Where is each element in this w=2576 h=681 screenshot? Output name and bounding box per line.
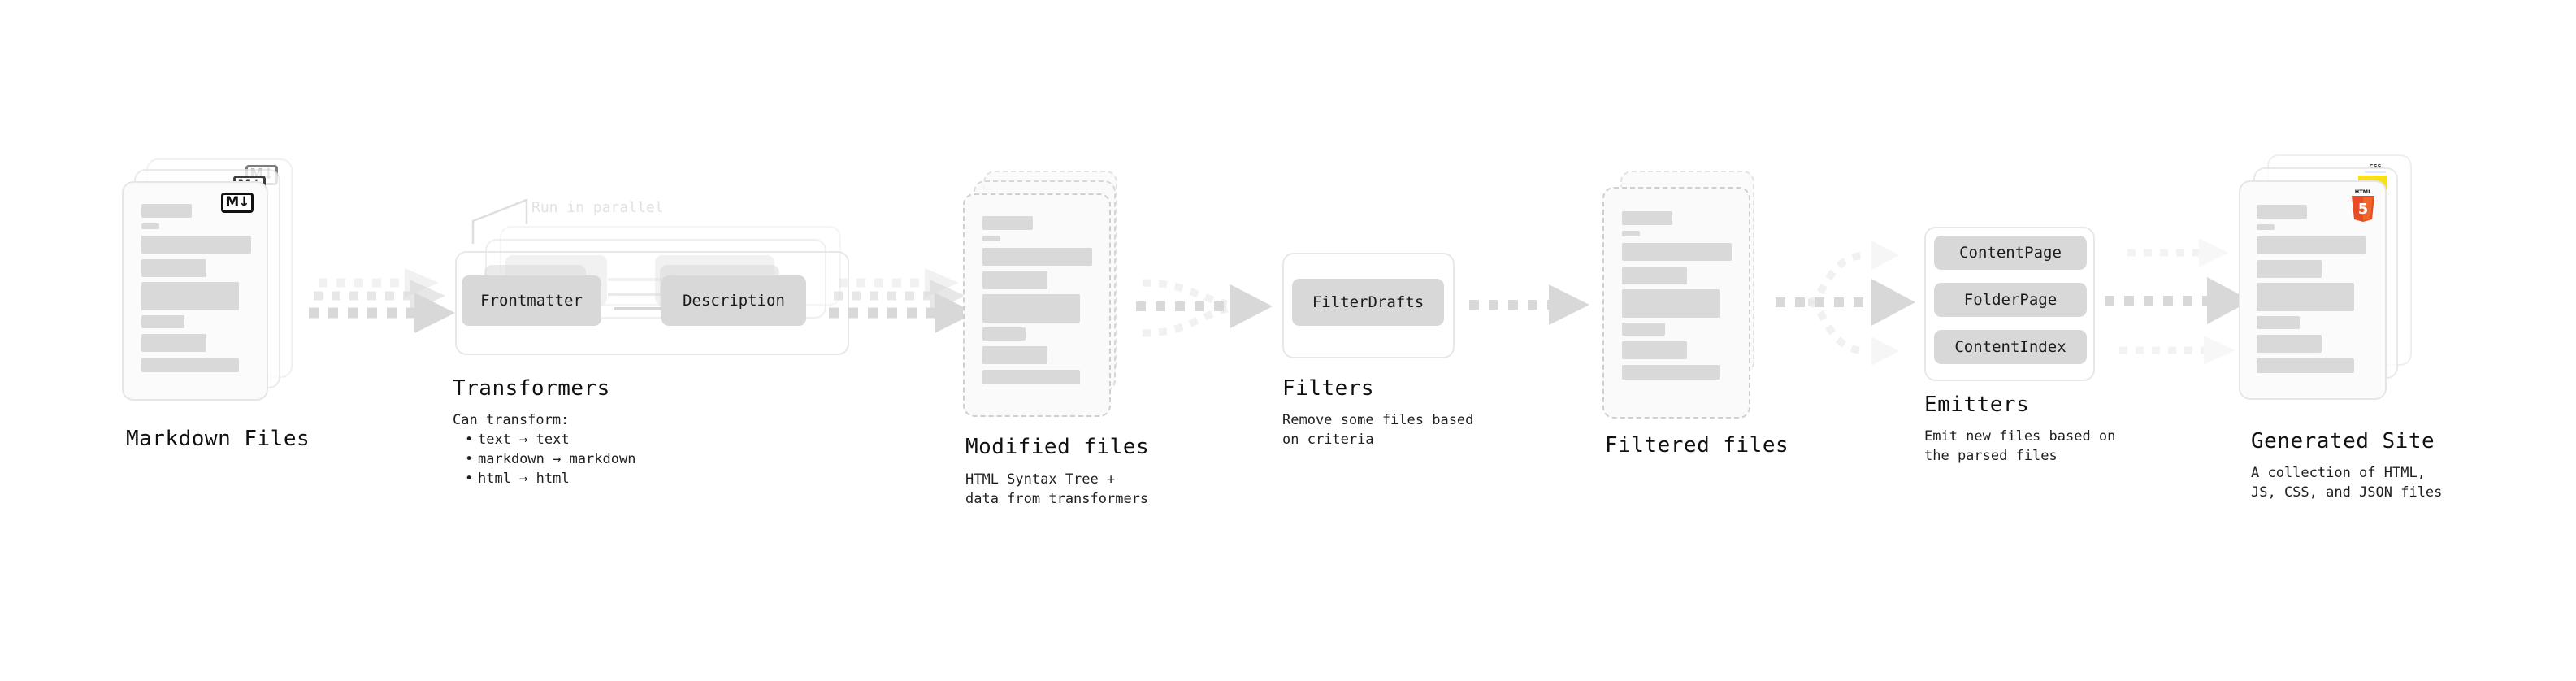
skeleton-bar: [1622, 341, 1687, 359]
skeleton-bar: [1622, 211, 1672, 225]
emitters-title: Emitters: [1924, 393, 2030, 417]
skeleton-bar: [982, 216, 1033, 230]
transformers-bullet-item: text → text: [465, 430, 635, 449]
skeleton-bar: [2257, 205, 2307, 219]
transformer-group-front: [455, 251, 849, 355]
svg-text:CSS: CSS: [2369, 163, 2381, 170]
emitter-chip-folderpage[interactable]: FolderPage: [1934, 283, 2087, 317]
svg-text:HTML: HTML: [2355, 189, 2371, 195]
skeleton-bar: [1622, 267, 1687, 284]
markdown-icon: M↓: [221, 193, 254, 213]
skeleton-bar: [1622, 231, 1640, 236]
run-in-parallel-label: Run in parallel: [531, 199, 664, 216]
generated-site-card-stack: CSS HTML 5: [2239, 154, 2426, 423]
modified-files-title: Modified files: [965, 435, 1150, 459]
skeleton-bar: [982, 294, 1080, 323]
skeleton-bar: [2257, 358, 2354, 373]
modified-files-subtitle: HTML Syntax Tree + data from transformer…: [965, 471, 1149, 507]
generated-site-subtitle: A collection of HTML, JS, CSS, and JSON …: [2251, 465, 2443, 501]
markdown-files-title: Markdown Files: [126, 427, 310, 451]
skeleton-bar: [141, 259, 206, 277]
markdown-card-front: [122, 181, 268, 401]
skeleton-bar: [982, 327, 1026, 340]
html5-icon: HTML 5: [2348, 187, 2378, 222]
skeleton-bar: [982, 248, 1092, 266]
skeleton-bar: [2257, 224, 2275, 230]
arrow-filters-to-filtered: [1469, 284, 1589, 325]
transformers-subtitle: Can transform:: [453, 412, 570, 428]
transformers-bullet-item: html → html: [465, 469, 635, 488]
filtered-files-card-stack: [1602, 171, 1777, 431]
svg-text:5: 5: [2358, 201, 2369, 218]
skeleton-bar: [141, 204, 192, 218]
skeleton-bar: [2257, 236, 2366, 254]
run-in-parallel-bracket: [471, 198, 528, 244]
skeleton-bar: [2257, 316, 2300, 329]
arrow-transformers-to-modified: [829, 268, 975, 333]
skeleton-bar: [1622, 323, 1665, 336]
skeleton-bar: [2257, 260, 2322, 278]
skeleton-bar: [982, 370, 1080, 384]
transformers-bullets: text → text markdown → markdown html → h…: [465, 430, 635, 488]
arrow-modified-to-filters: [1136, 279, 1273, 337]
filter-chip-filterdrafts[interactable]: FilterDrafts: [1292, 279, 1444, 326]
filters-group: [1282, 253, 1455, 358]
emitter-chip-contentpage[interactable]: ContentPage: [1934, 236, 2087, 270]
filters-subtitle: Remove some files based on criteria: [1282, 412, 1474, 448]
skeleton-bar: [141, 334, 206, 352]
emitters-group: [1924, 227, 2095, 381]
skeleton-bar: [141, 236, 251, 254]
skeleton-bar: [141, 315, 184, 328]
skeleton-bar: [1622, 365, 1720, 380]
skeleton-bar: [2257, 335, 2322, 353]
transformers-bullet-item: markdown → markdown: [465, 449, 635, 469]
modified-files-card-stack: [963, 171, 1138, 431]
filters-title: Filters: [1282, 376, 1375, 401]
modified-card-front: [963, 193, 1111, 417]
skeleton-bar: [982, 346, 1047, 364]
emitters-subtitle: Emit new files based on the parsed files: [1924, 428, 2116, 464]
transformer-chip-description[interactable]: Description: [661, 275, 806, 326]
filtered-files-title: Filtered files: [1605, 433, 1789, 458]
skeleton-bar: [2257, 283, 2354, 311]
arrow-emitters-to-site: [2105, 238, 2251, 365]
skeleton-bar: [141, 282, 239, 310]
transformers-title: Transformers: [453, 376, 610, 401]
skeleton-bar: [141, 358, 239, 372]
emitter-chip-contentindex[interactable]: ContentIndex: [1934, 330, 2087, 364]
skeleton-bar: [141, 223, 159, 229]
generated-site-title: Generated Site: [2251, 429, 2435, 453]
arrow-markdown-to-transformers: [309, 268, 455, 333]
skeleton-bar: [1622, 243, 1732, 261]
skeleton-bar: [982, 236, 1000, 241]
skeleton-bar: [982, 271, 1047, 289]
transformer-chip-frontmatter[interactable]: Frontmatter: [462, 275, 601, 326]
markdown-files-card-stack: M↓ M↓ M↓: [122, 158, 297, 410]
filtered-card-front: [1602, 187, 1750, 419]
skeleton-bar: [1622, 289, 1720, 318]
arrow-filtered-to-emitters: [1776, 241, 1915, 366]
